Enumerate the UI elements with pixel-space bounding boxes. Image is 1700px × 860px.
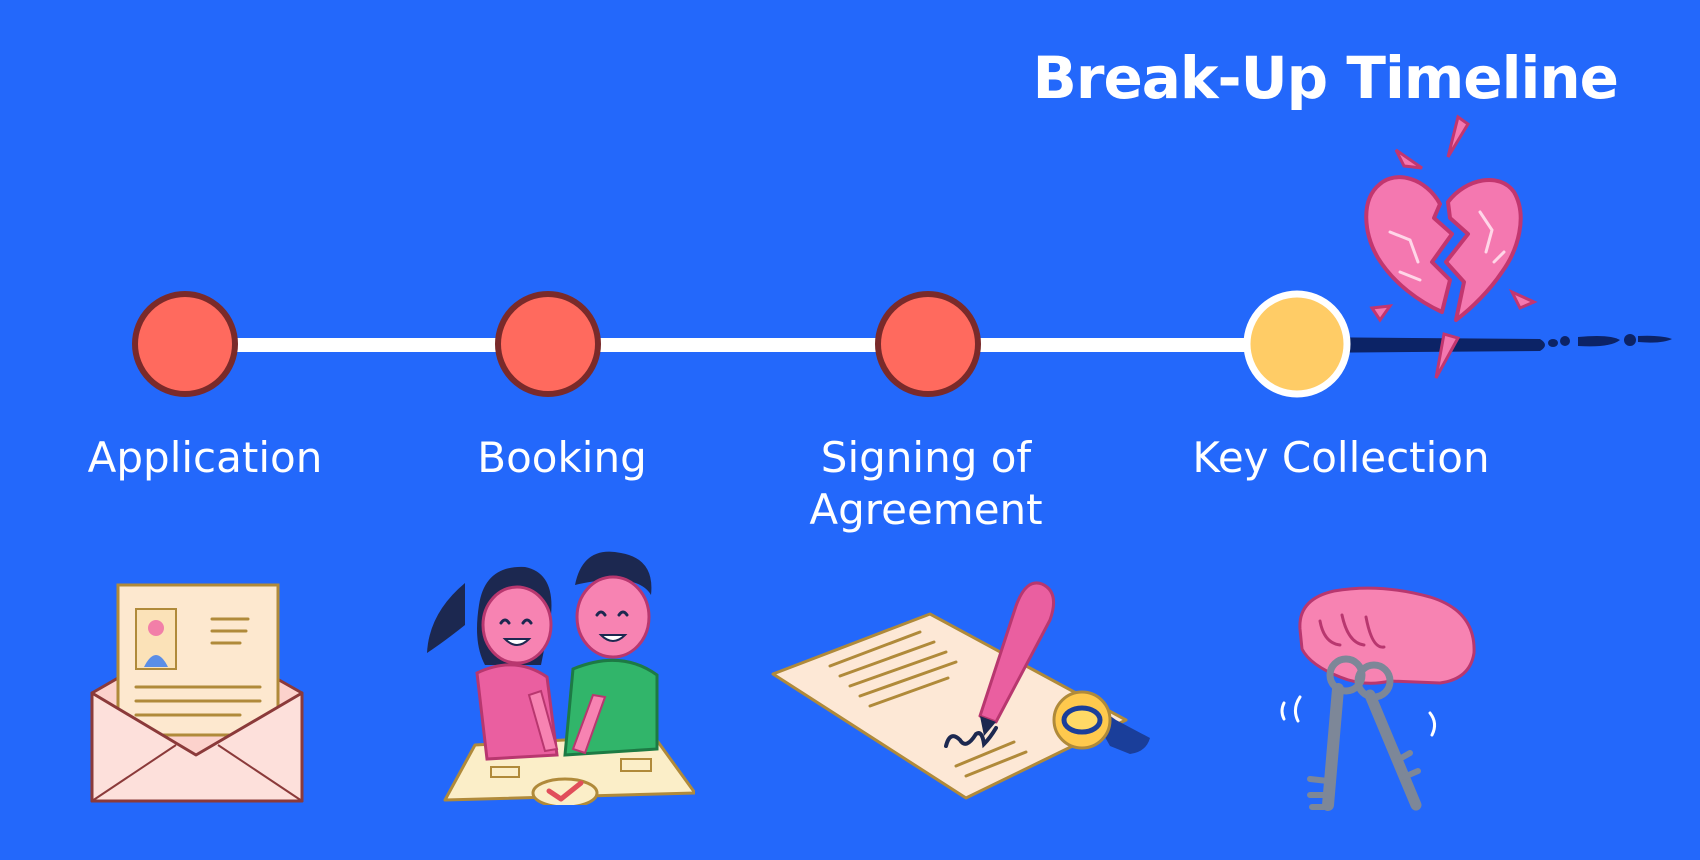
keys-icon [1280, 586, 1476, 811]
contract-icon [771, 581, 1150, 800]
stage-label-line: Signing of [820, 433, 1032, 482]
stage-node-signing [875, 291, 981, 397]
stage-label-line: Key Collection [1192, 433, 1490, 482]
stage-label-line: Booking [477, 433, 647, 482]
stage-node-key-collection [1243, 290, 1351, 398]
stage-label-line: Application [87, 433, 323, 482]
couple-icon [427, 551, 695, 805]
stage-label-booking: Booking [477, 432, 646, 484]
envelope-icon [90, 583, 304, 803]
page-title: Break-Up Timeline [1032, 44, 1619, 112]
stage-node-application [132, 291, 238, 397]
stage-label-key-collection: Key Collection [1192, 432, 1489, 484]
stage-label-line: Agreement [809, 485, 1043, 534]
stage-label-signing: Signing of Agreement [809, 432, 1042, 536]
stage-node-booking [495, 291, 601, 397]
broken-line [1297, 334, 1672, 353]
stage-label-application: Application [88, 432, 323, 484]
broken-heart-icon [1364, 114, 1538, 379]
